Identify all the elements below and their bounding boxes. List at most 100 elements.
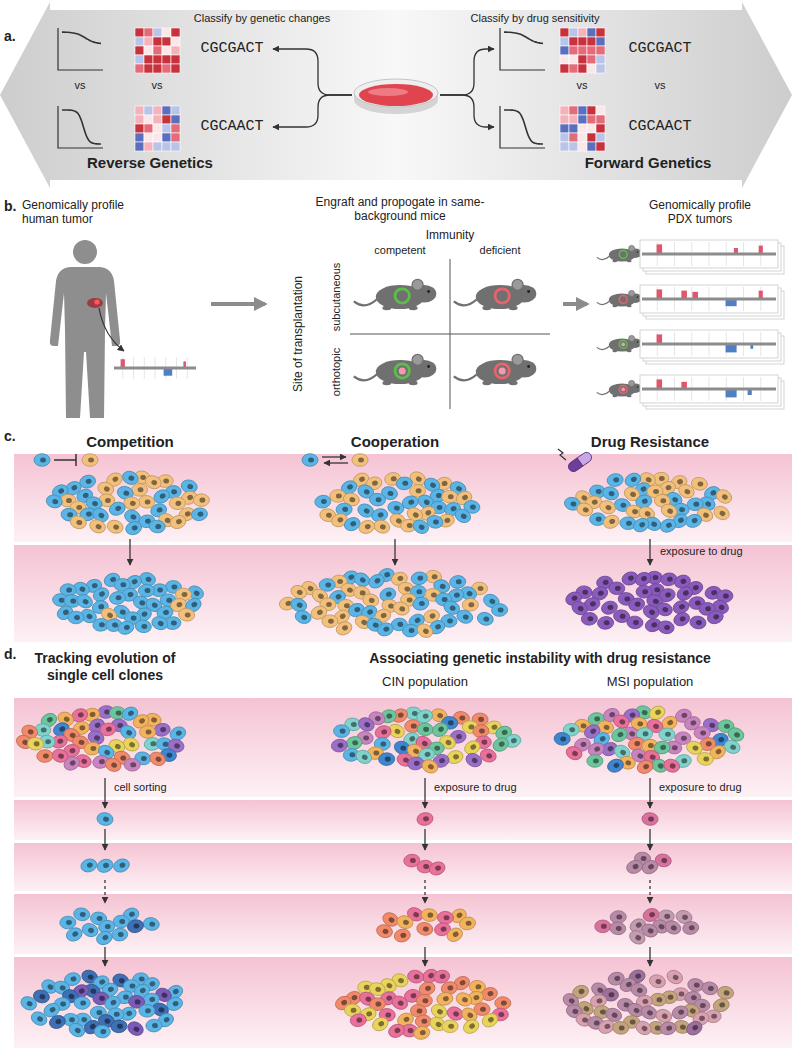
cell-body (106, 518, 125, 535)
cell (437, 911, 454, 924)
cell-body (696, 752, 714, 766)
heatmap-cell (569, 106, 578, 115)
cell-nucleus (498, 1012, 504, 1017)
heatmap-cell (587, 64, 596, 73)
cell-nucleus (155, 756, 162, 763)
cell-nucleus (399, 606, 406, 613)
heatmap-cell (560, 28, 569, 37)
cell-nucleus (614, 975, 621, 981)
heatmap-cell (569, 142, 578, 151)
cell-nucleus (602, 580, 608, 586)
heatmap-cell (587, 142, 596, 151)
cell-nucleus (358, 476, 366, 483)
cell-body (665, 968, 685, 987)
cooperation-arrow (324, 462, 348, 463)
tumor-site-ring (619, 296, 627, 304)
mouse-ear (629, 335, 635, 341)
cell-body (631, 516, 651, 534)
cell-cluster (314, 469, 481, 536)
cell (427, 860, 446, 877)
cell (294, 609, 313, 626)
cell-nucleus (489, 598, 496, 605)
mouse-ear (512, 279, 523, 290)
cell-nucleus (433, 519, 440, 525)
cell-nucleus (626, 521, 632, 526)
cell-body (67, 1021, 87, 1040)
cell-nucleus (665, 732, 671, 737)
cell-nucleus (79, 586, 86, 593)
cell-nucleus (387, 490, 394, 496)
cell-nucleus (680, 578, 687, 585)
cell-nucleus (104, 924, 111, 930)
cell-body (376, 621, 395, 638)
cell-body (480, 1011, 500, 1030)
cell-nucleus (619, 718, 626, 725)
cell-nucleus (383, 626, 390, 633)
tumor-site-ring (619, 251, 627, 259)
cell-body (349, 1013, 367, 1028)
cell-body (491, 603, 508, 617)
cell-nucleus (70, 976, 77, 982)
cell-body (449, 575, 466, 589)
cell-nucleus (705, 501, 712, 508)
cell (139, 1004, 156, 1017)
cell-body (69, 514, 88, 530)
cell-nucleus (118, 932, 124, 938)
cell-nucleus (449, 605, 456, 612)
cell-body (415, 621, 435, 640)
cell (107, 500, 127, 518)
cell-nucleus (613, 477, 620, 483)
cell (62, 754, 82, 773)
cell (625, 858, 644, 875)
cell (445, 925, 465, 944)
cell-nucleus (137, 487, 143, 492)
cell-nucleus (571, 595, 578, 602)
mouse-ear (412, 354, 423, 365)
plot-frame (112, 355, 198, 381)
cell-nucleus (115, 505, 122, 512)
cell-nucleus (654, 587, 660, 592)
heatmap-cell (560, 133, 569, 142)
cell-nucleus (656, 997, 662, 1003)
heatmap-cell (171, 37, 180, 46)
cell (714, 487, 734, 506)
cell-nucleus (384, 571, 391, 578)
cell-nucleus (498, 607, 504, 612)
cell-nucleus (648, 609, 656, 616)
cell-nucleus (448, 720, 454, 726)
cell (106, 518, 125, 535)
cell-nucleus (385, 591, 392, 598)
cell-nucleus (455, 485, 462, 492)
cell-nucleus (33, 741, 39, 747)
cell-nucleus (388, 916, 396, 923)
cell-body (601, 485, 620, 502)
cell-nucleus (478, 717, 484, 722)
cell-nucleus (589, 601, 596, 607)
heatmap-cell (587, 46, 596, 55)
cell-nucleus (27, 729, 34, 736)
cell (349, 1013, 367, 1028)
cell-nucleus (97, 916, 103, 921)
cell (390, 994, 410, 1012)
heatmap-cell (171, 142, 180, 151)
cell (627, 928, 647, 947)
cell (96, 811, 114, 826)
cell-nucleus (175, 501, 181, 506)
cell-nucleus (193, 590, 201, 597)
cell-nucleus (599, 735, 607, 742)
cell-nucleus (501, 729, 508, 736)
cell-nucleus (453, 592, 460, 599)
cell (113, 915, 129, 928)
cell-body (601, 513, 621, 531)
cell (190, 507, 208, 522)
cell-nucleus (364, 523, 371, 530)
cell-nucleus (397, 977, 404, 983)
cell (564, 744, 584, 762)
cell-nucleus (172, 1000, 179, 1007)
cell-body (134, 619, 152, 634)
heatmap-cell (144, 37, 153, 46)
cell-body (640, 858, 660, 876)
cell-nucleus (456, 734, 463, 740)
cell-nucleus (74, 1027, 82, 1034)
cell-nucleus (480, 1007, 486, 1012)
